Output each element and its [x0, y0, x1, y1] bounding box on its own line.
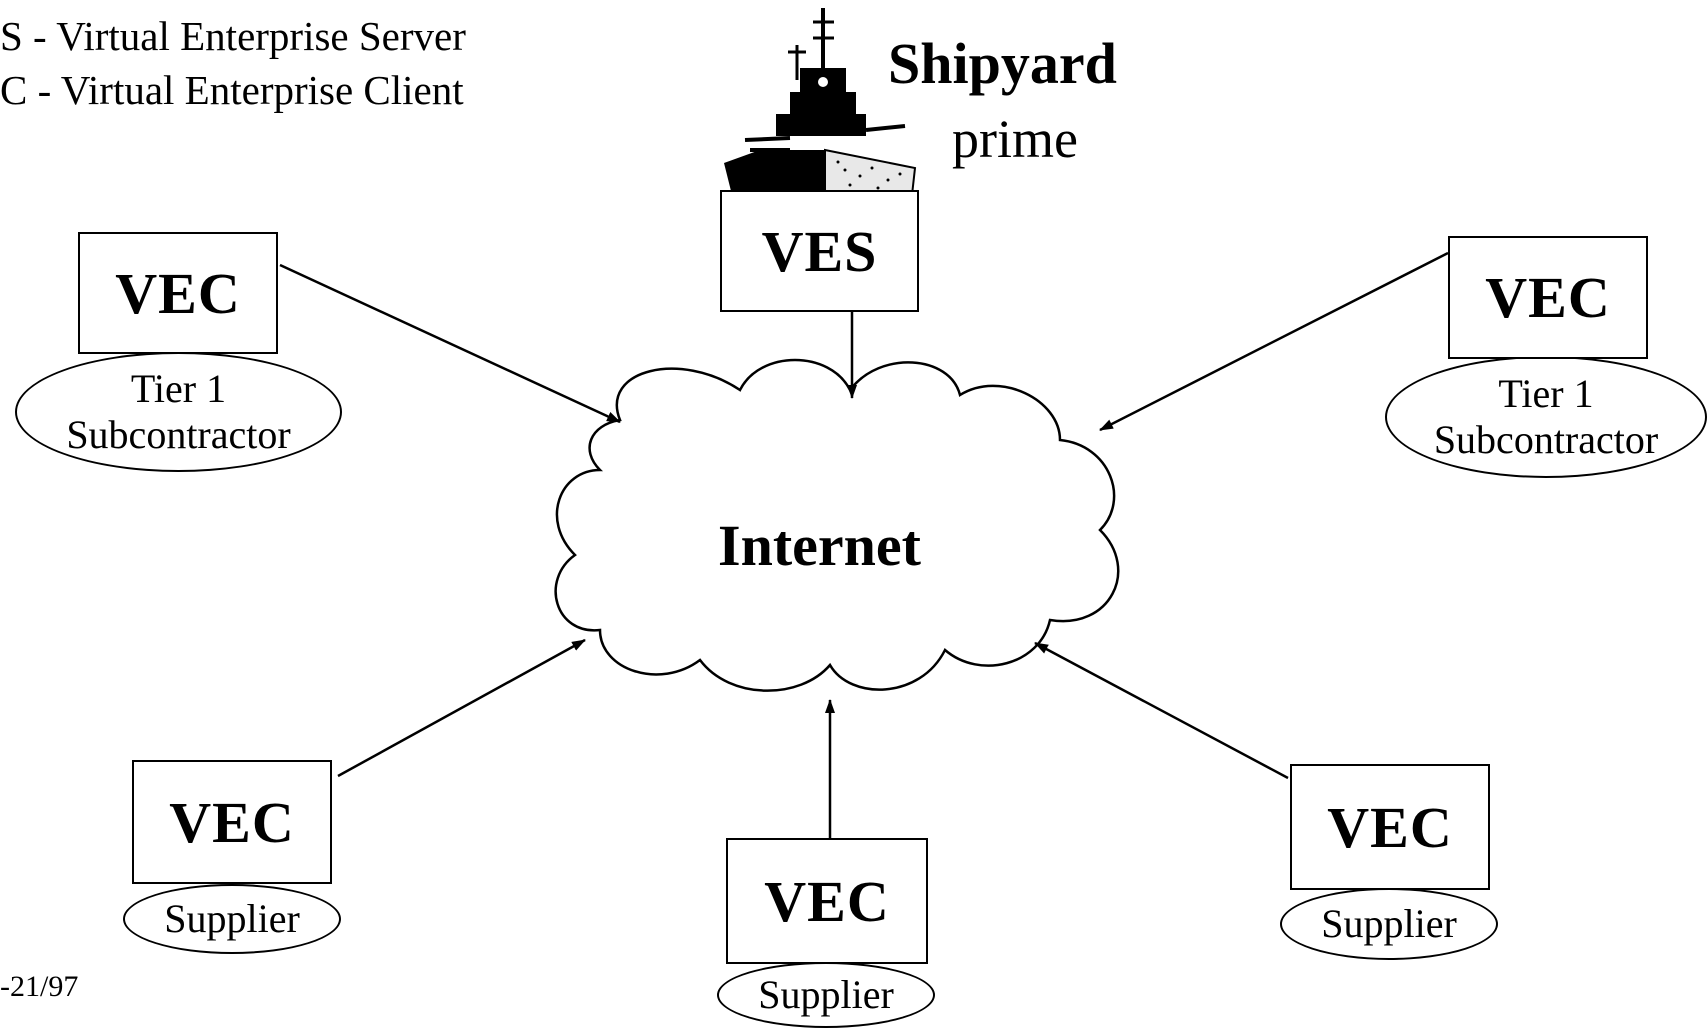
role-oval-bottom-left: Supplier: [123, 884, 341, 954]
role-bottom-right: Supplier: [1321, 901, 1457, 946]
arrow-top-left: [279, 263, 621, 424]
arrow-bottom-left: [337, 638, 586, 778]
prime-subtitle: prime: [952, 109, 1078, 169]
vec-box-bottom-right: VEC: [1290, 764, 1490, 890]
vec-box-label-bottom-center: VEC: [764, 868, 890, 934]
footer-date: -21/97: [0, 970, 79, 1003]
legend-server: S - Virtual Enterprise Server: [0, 13, 466, 59]
internet-label: Internet: [718, 513, 921, 578]
vec-box-label-bottom-right: VEC: [1327, 794, 1453, 860]
role-line2-top-right: Subcontractor: [1433, 417, 1659, 462]
arrow-bottom-right: [1034, 641, 1289, 780]
vec-box-label-top-left: VEC: [115, 260, 241, 326]
vec-box-label-top-right: VEC: [1485, 265, 1611, 330]
role-line2-top-left: Subcontractor: [66, 412, 291, 457]
role-oval-bottom-center: Supplier: [717, 962, 935, 1028]
role-line1-top-left: Tier 1: [130, 366, 227, 411]
ship-icon: [724, 8, 917, 196]
ves-box: VES: [720, 190, 919, 312]
legend-client: C - Virtual Enterprise Client: [0, 67, 464, 113]
role-oval-top-right: Tier 1 Subcontractor: [1385, 356, 1707, 478]
vec-box-label-bottom-left: VEC: [169, 789, 295, 855]
vec-box-top-right: VEC: [1448, 236, 1648, 359]
vec-box-bottom-left: VEC: [132, 760, 332, 884]
role-bottom-center: Supplier: [758, 972, 894, 1017]
role-oval-bottom-right: Supplier: [1280, 888, 1498, 960]
vec-box-top-left: VEC: [78, 232, 278, 354]
role-line1-top-right: Tier 1: [1498, 371, 1594, 416]
ves-box-label: VES: [761, 218, 878, 284]
prime-title: Shipyard: [888, 31, 1117, 96]
arrow-top-right: [1099, 251, 1449, 432]
role-oval-top-left: Tier 1 Subcontractor: [15, 352, 342, 472]
role-bottom-left: Supplier: [164, 896, 300, 941]
vec-box-bottom-center: VEC: [726, 838, 928, 964]
